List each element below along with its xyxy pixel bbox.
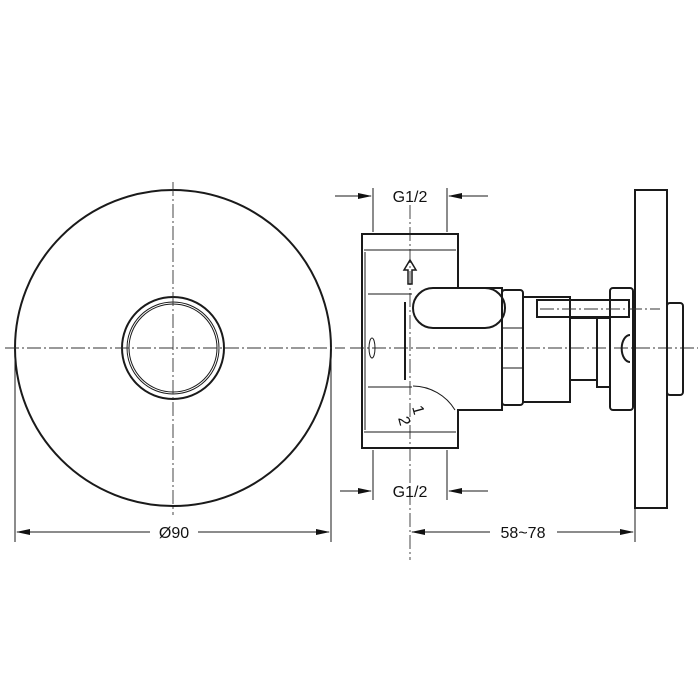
pipe-marking-denominator: 2 (394, 415, 413, 428)
thread-label-bottom: G1/2 (393, 484, 428, 501)
valve-body (361, 233, 503, 449)
spindle-part (569, 317, 598, 381)
thread-dimension-top: G1/2 (335, 188, 488, 232)
stem-rod (536, 299, 630, 318)
cartridge-housing (522, 296, 571, 403)
spindle-collar (596, 317, 611, 388)
flow-arrow-icon (402, 258, 418, 285)
diameter-dimension: Ø90 (14, 350, 332, 542)
depth-label: 58~78 (501, 525, 546, 542)
side-view-valve: 1 2 (350, 189, 698, 560)
handle-knob-side (666, 302, 684, 396)
front-view-cover-plate (5, 182, 345, 515)
diameter-label: Ø90 (159, 525, 189, 542)
mounting-flange (609, 287, 634, 411)
valve-lever (412, 287, 506, 329)
thread-dimension-bottom: G1/2 (340, 450, 488, 501)
pipe-marking-numerator: 1 (408, 404, 427, 417)
thread-label-top: G1/2 (393, 189, 428, 206)
depth-dimension: 58~78 (411, 508, 636, 542)
cover-plate-side (634, 189, 668, 509)
